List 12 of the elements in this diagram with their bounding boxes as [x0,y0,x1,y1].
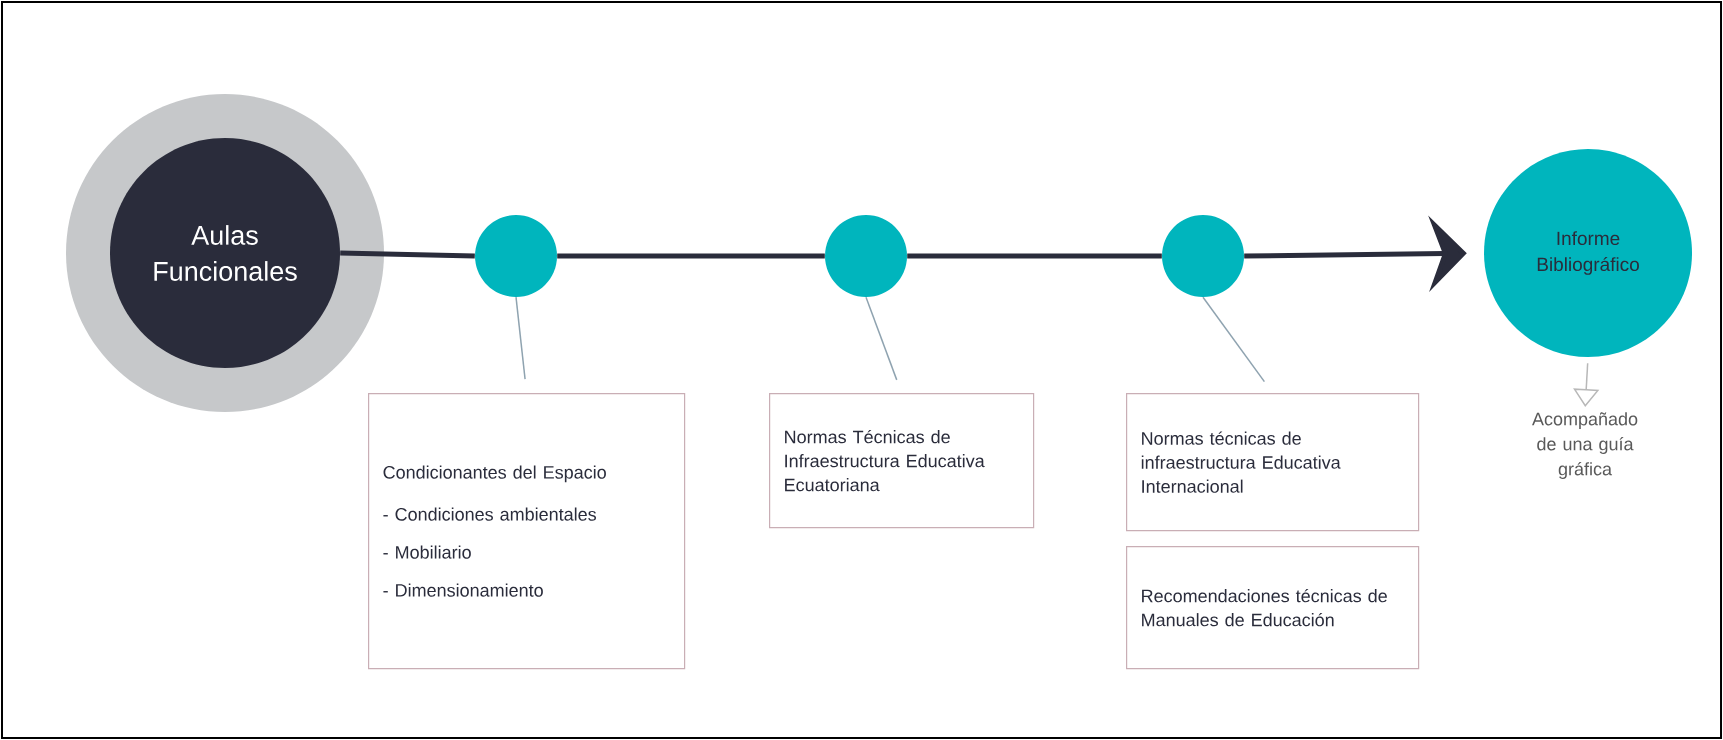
timeline-dot [825,215,907,297]
note-text: Acompañado de una guía gráfica [1532,412,1638,479]
connector-line [865,296,898,381]
text-box: Condicionantes del Espacio - Condiciones ambientales - Mobiliario - Dimensionamiento [368,393,686,670]
down-arrow [1573,362,1600,407]
connector-line [515,296,526,380]
text-box: Recomendaciones técnicas de Manuales de Educación [1126,546,1420,670]
text-box: Normas Técnicas de Infraestructura Educativa Ecuatoriana [769,393,1035,529]
connector-line [1202,296,1266,383]
timeline-dot [1162,215,1244,297]
timeline-dot [475,215,557,297]
text-box: Normas técnicas de infraestructura Educativa Internacional [1126,393,1420,532]
